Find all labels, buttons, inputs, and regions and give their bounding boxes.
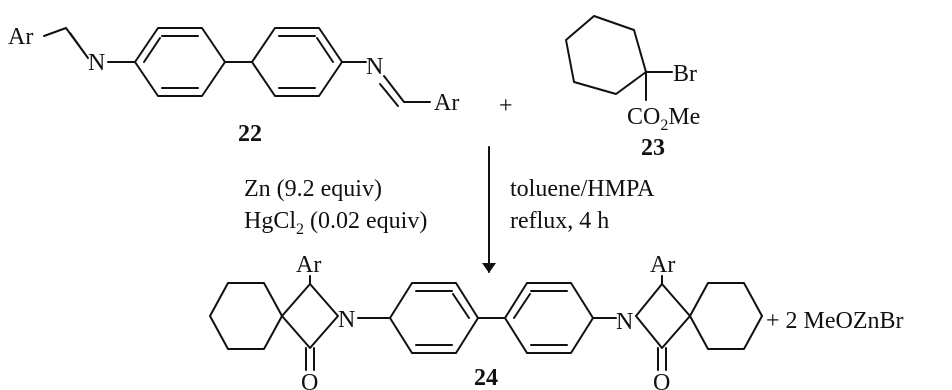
cyclohexane-ring-23 bbox=[565, 15, 647, 95]
bromoester-23: Br CO2Me 23 bbox=[565, 15, 700, 161]
product-ring-right-double bbox=[513, 290, 568, 346]
aryl-left-label: Ar bbox=[8, 24, 33, 50]
product-oxygen-left: O bbox=[301, 370, 318, 390]
product-nitrogen-left: N bbox=[338, 307, 355, 333]
biphenyl-ring-right-double bbox=[278, 35, 334, 89]
condition-zinc: Zn (9.2 equiv) bbox=[244, 176, 382, 202]
product-nitrogen-right: N bbox=[616, 309, 633, 335]
condition-mercury: HgCl2 (0.02 equiv) bbox=[244, 208, 427, 238]
bis-beta-lactam-24: Ar N O N Ar O 24 bbox=[209, 252, 763, 390]
product-ring-left-double bbox=[415, 290, 470, 346]
imine-right-bonds bbox=[379, 75, 431, 107]
product-aryl-right: Ar bbox=[650, 252, 675, 278]
lactam-left-ring bbox=[281, 283, 339, 349]
byproduct-label: + 2 MeOZnBr bbox=[766, 308, 904, 334]
plus-sign: + bbox=[499, 93, 513, 119]
imine-left-bonds bbox=[43, 27, 89, 59]
biphenyl-ring-left-double bbox=[143, 35, 199, 89]
compound-number-24: 24 bbox=[474, 365, 498, 390]
cyclohexane-left bbox=[209, 282, 283, 350]
bis-imine-22: Ar N N Ar 22 bbox=[8, 24, 459, 147]
aryl-right-label: Ar bbox=[434, 90, 459, 116]
carbonyl-right bbox=[657, 347, 667, 371]
product-ring-right bbox=[504, 282, 594, 354]
lactam-right-ring bbox=[635, 283, 691, 349]
cyclohexane-right bbox=[689, 282, 763, 350]
ester-label: CO2Me bbox=[627, 104, 700, 134]
compound-number-22: 22 bbox=[238, 121, 262, 147]
biphenyl-ring-right bbox=[251, 27, 343, 97]
product-aryl-left: Ar bbox=[296, 252, 321, 278]
product-ring-left bbox=[389, 282, 479, 354]
biphenyl-ring-left bbox=[134, 27, 226, 97]
condition-time: reflux, 4 h bbox=[510, 208, 609, 234]
compound-number-23: 23 bbox=[641, 135, 665, 161]
carbonyl-left bbox=[305, 347, 315, 371]
condition-solvent: toluene/HMPA bbox=[510, 176, 655, 202]
imine-left-nitrogen: N bbox=[88, 50, 105, 76]
bromine-label: Br bbox=[673, 61, 697, 87]
product-oxygen-right: O bbox=[653, 370, 670, 390]
imine-right-nitrogen: N bbox=[366, 54, 383, 80]
